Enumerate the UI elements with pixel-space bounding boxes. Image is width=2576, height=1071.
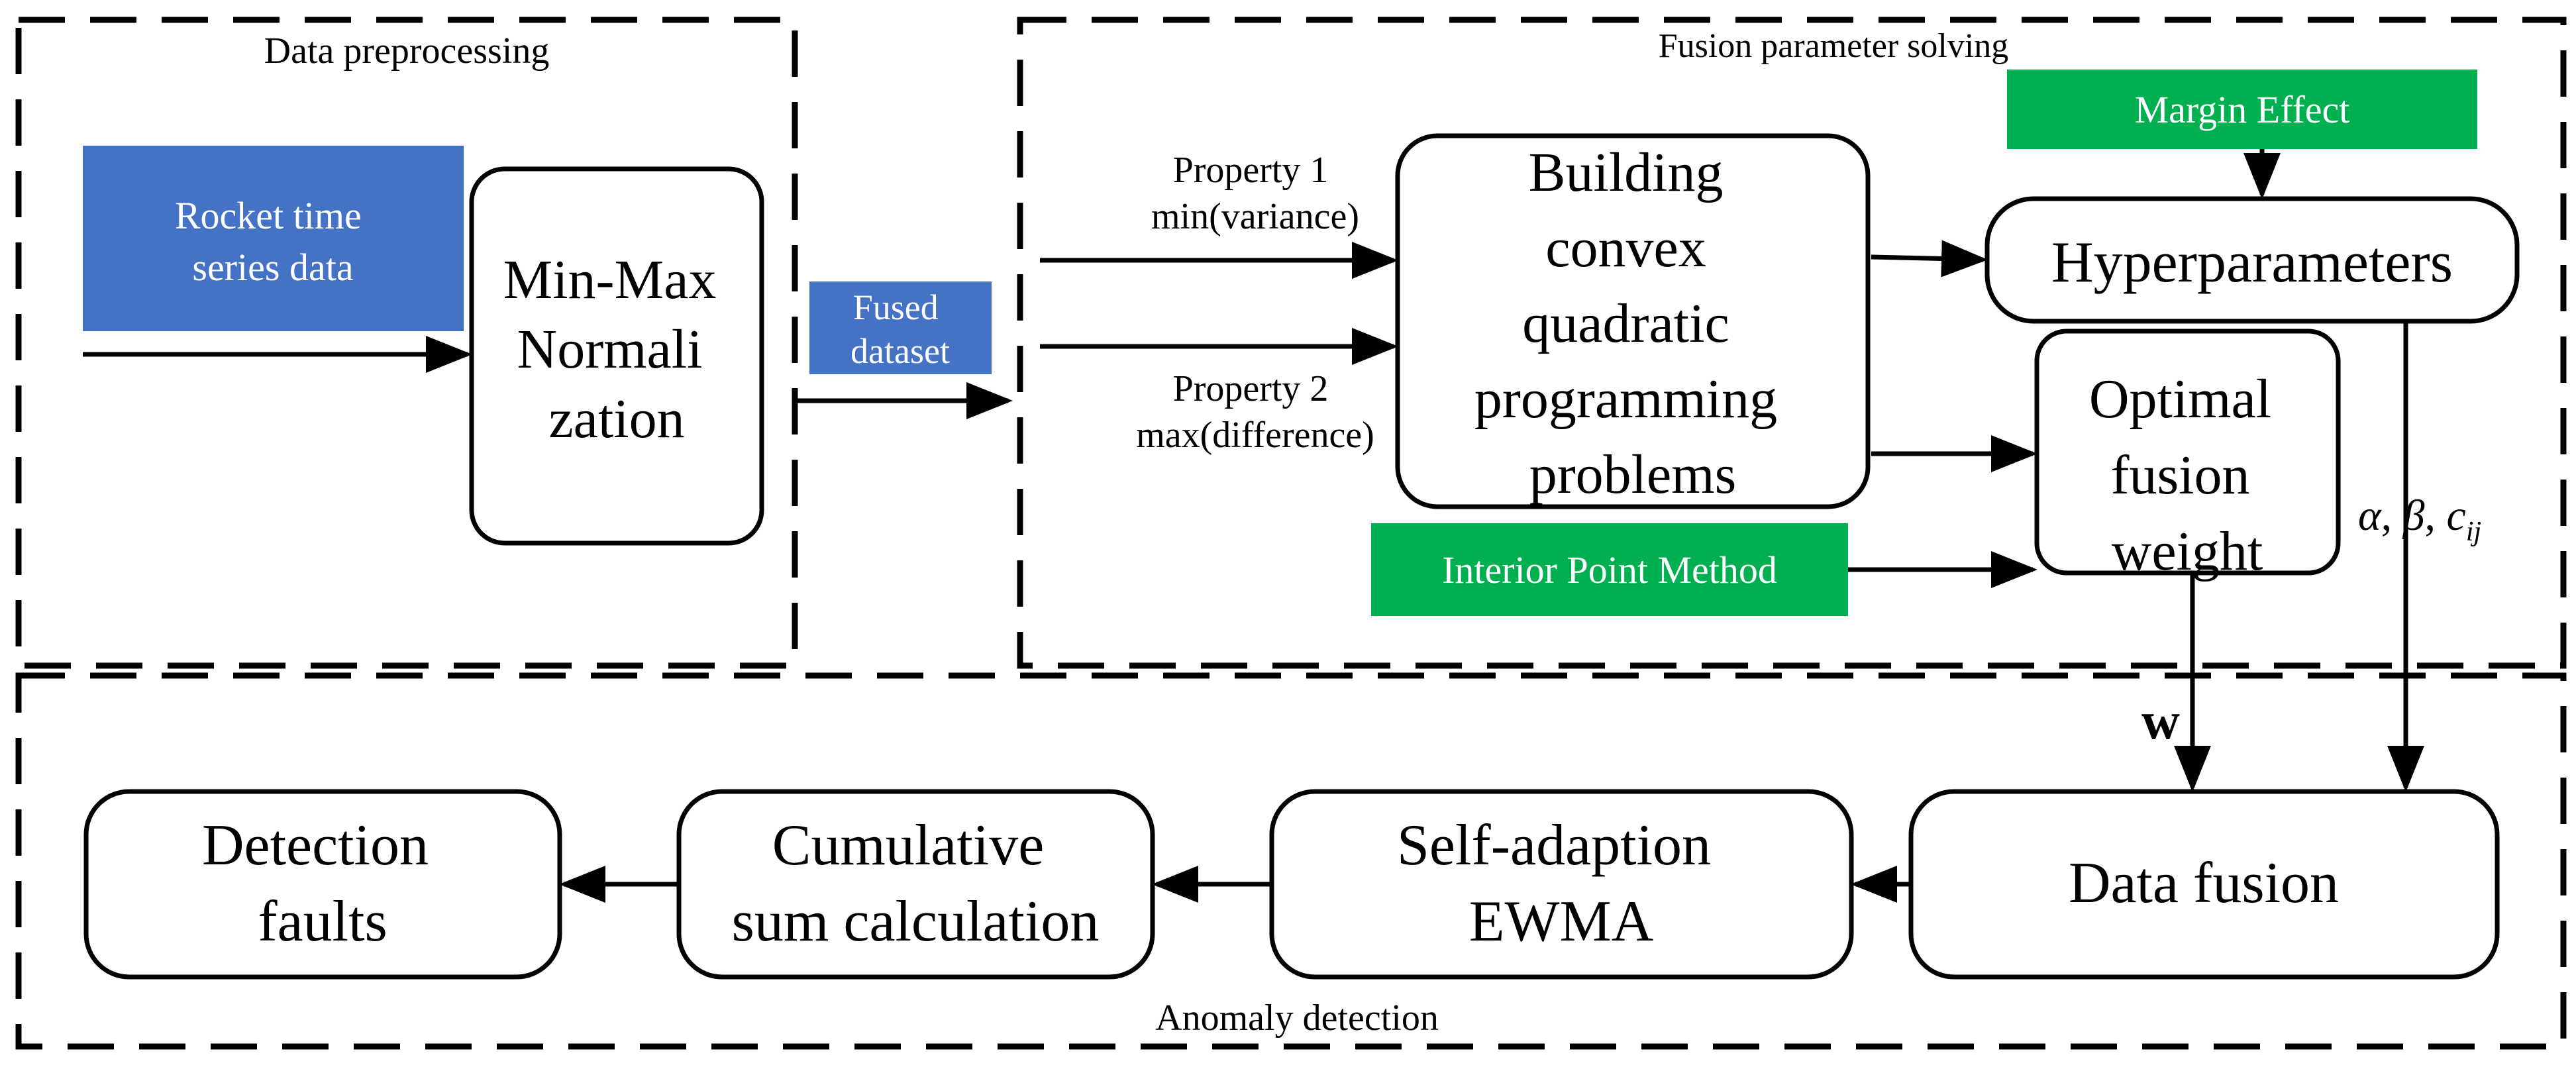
fused-dataset-box: Fused dataset bbox=[809, 281, 992, 374]
fused-label-line-1: Fused bbox=[853, 287, 939, 327]
section-anomaly-detection: Anomaly detection bbox=[15, 672, 2567, 1050]
section-title-anomaly-detection: Anomaly detection bbox=[1155, 997, 1439, 1039]
hyperparameters-label: Hyperparameters bbox=[2051, 230, 2453, 295]
property-1-formula: min(variance) bbox=[1151, 196, 1359, 237]
section-title-fusion-parameter-solving: Fusion parameter solving bbox=[1659, 27, 2009, 65]
convex-label-line-3: quadratic bbox=[1522, 293, 1729, 354]
cusum-label-line-1: Cumulative bbox=[772, 813, 1045, 878]
margin-effect-box: Margin Effect bbox=[2007, 70, 2477, 149]
hyperparameters-box: Hyperparameters bbox=[1984, 196, 2520, 324]
section-fusion-parameter-solving: Fusion parameter solving bbox=[1017, 17, 2567, 669]
rocket-label-line-1: Rocket time bbox=[175, 194, 362, 237]
margin-effect-label: Margin Effect bbox=[2135, 88, 2350, 131]
section-data-preprocessing: Data preprocessing bbox=[15, 17, 798, 669]
self-adaption-ewma-box: Self-adaption EWMA bbox=[1269, 789, 1854, 980]
svg-text:Property 1 min(variance): Property 1 min(variance) bbox=[1151, 150, 1359, 237]
svg-text:Min-Max Normali za: Min-Max Normali zation bbox=[503, 249, 731, 450]
convex-label-line-5: problems bbox=[1529, 444, 1737, 505]
svg-text:Detection faults: Detection faults bbox=[202, 813, 443, 954]
interior-point-method-box: Interior Point Method bbox=[1371, 523, 1848, 616]
section-title-data-preprocessing: Data preprocessing bbox=[264, 30, 550, 72]
optimal-label-line-3: weight bbox=[2112, 521, 2263, 582]
data-fusion-box: Data fusion bbox=[1908, 789, 2500, 980]
minmax-label-line-3: zation bbox=[548, 388, 684, 450]
svg-text:Fused dataset: Fused dataset bbox=[850, 287, 950, 371]
convex-label-line-2: convex bbox=[1545, 217, 1706, 279]
faults-label-line-2: faults bbox=[258, 890, 387, 954]
weight-vector-label: w bbox=[2141, 692, 2180, 750]
svg-text:Property 2 max(difference): Property 2 max(difference) bbox=[1136, 368, 1374, 456]
convex-label-line-1: Building bbox=[1528, 142, 1723, 203]
svg-text:Building convex qu: Building convex quadratic programming pr… bbox=[1474, 142, 1791, 505]
convex-qp-box: Building convex quadratic programming pr… bbox=[1395, 133, 1871, 509]
fused-label-line-2: dataset bbox=[850, 331, 950, 371]
optimal-label-line-1: Optimal bbox=[2089, 368, 2271, 430]
faults-label-line-1: Detection bbox=[202, 813, 429, 878]
optimal-label-line-2: fusion bbox=[2111, 444, 2250, 506]
cusum-label-line-2: sum calculation bbox=[732, 890, 1100, 954]
property-2-formula: max(difference) bbox=[1136, 415, 1374, 456]
arrow-convex-to-hyperparameters bbox=[1871, 240, 1988, 278]
convex-label-line-4: programming bbox=[1474, 368, 1777, 430]
detection-faults-box: Detection faults bbox=[83, 789, 562, 980]
rocket-label-line-2: series data bbox=[192, 246, 353, 289]
optimal-fusion-weight-box: Optimal fusion weight bbox=[2034, 329, 2341, 582]
minmax-label-line-2: Normali bbox=[517, 319, 703, 380]
property-1-label: Property 1 bbox=[1173, 150, 1329, 191]
svg-text:Rocket time series data: Rocket time series data bbox=[175, 194, 371, 289]
svg-text:Cumulative sum calculati: Cumulative sum calculation bbox=[732, 813, 1100, 954]
property-2-label: Property 2 bbox=[1173, 368, 1329, 409]
ewma-label-line-2: EWMA bbox=[1469, 890, 1654, 954]
minmax-label-line-1: Min-Max bbox=[503, 249, 717, 311]
hyperparameter-symbols-label: α, β, cij bbox=[2358, 491, 2481, 547]
svg-text:Self-adaption EWMA: Self-adaption EWMA bbox=[1397, 813, 1726, 954]
ewma-label-line-1: Self-adaption bbox=[1397, 813, 1711, 878]
min-max-normalization-box: Min-Max Normali zation bbox=[469, 166, 764, 546]
interior-point-method-label: Interior Point Method bbox=[1442, 548, 1777, 591]
data-fusion-label: Data fusion bbox=[2069, 851, 2339, 915]
cumulative-sum-box: Cumulative sum calculation bbox=[676, 789, 1155, 980]
rocket-time-series-data-box: Rocket time series data bbox=[83, 146, 464, 331]
svg-text:Optimal fusion wei: Optimal fusion weight bbox=[2089, 368, 2285, 582]
